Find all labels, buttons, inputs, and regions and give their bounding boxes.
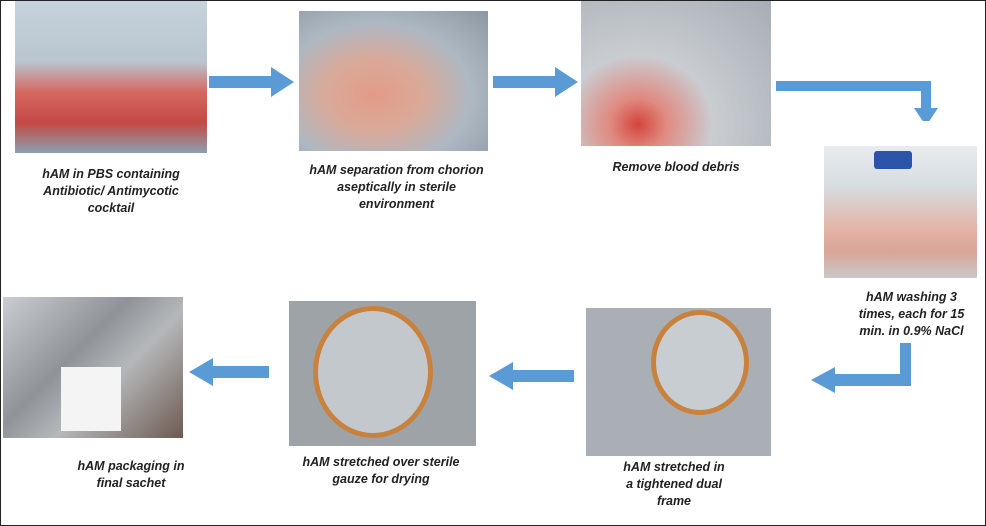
arrow-bent-down-icon — [776, 81, 938, 121]
arrow-right-icon — [493, 67, 578, 97]
step-label: hAM separation from chorion aseptically … — [309, 163, 484, 211]
arrow-left-icon — [189, 358, 269, 386]
embroidery-frame — [651, 310, 749, 415]
arrow-bent-left-icon — [811, 343, 911, 393]
gauze-frame-photo — [289, 301, 476, 446]
sachet-photo — [3, 297, 183, 438]
bottle-cap-icon — [874, 151, 912, 169]
embroidery-frame — [313, 306, 433, 438]
step-label: hAM in PBS containing Antibiotic/ Antimy… — [42, 167, 180, 215]
membrane-cleaning-photo — [581, 1, 771, 146]
sachet-label — [61, 367, 121, 431]
washing-bottle-photo — [824, 146, 977, 278]
step-label: hAM stretched in a tightened dual frame — [623, 460, 725, 508]
step-label: hAM packaging in final sachet — [77, 459, 185, 490]
step-label: hAM washing 3 times, each for 15 min. in… — [858, 290, 965, 338]
arrow-left-icon — [489, 362, 574, 390]
step-label: Remove blood debris — [612, 160, 740, 174]
step-label: hAM stretched over sterile gauze for dry… — [302, 455, 460, 486]
dual-frame-photo — [586, 308, 771, 456]
bottle-with-membrane-photo — [15, 1, 207, 153]
arrow-right-icon — [209, 67, 294, 97]
tray-separation-photo — [299, 11, 488, 151]
